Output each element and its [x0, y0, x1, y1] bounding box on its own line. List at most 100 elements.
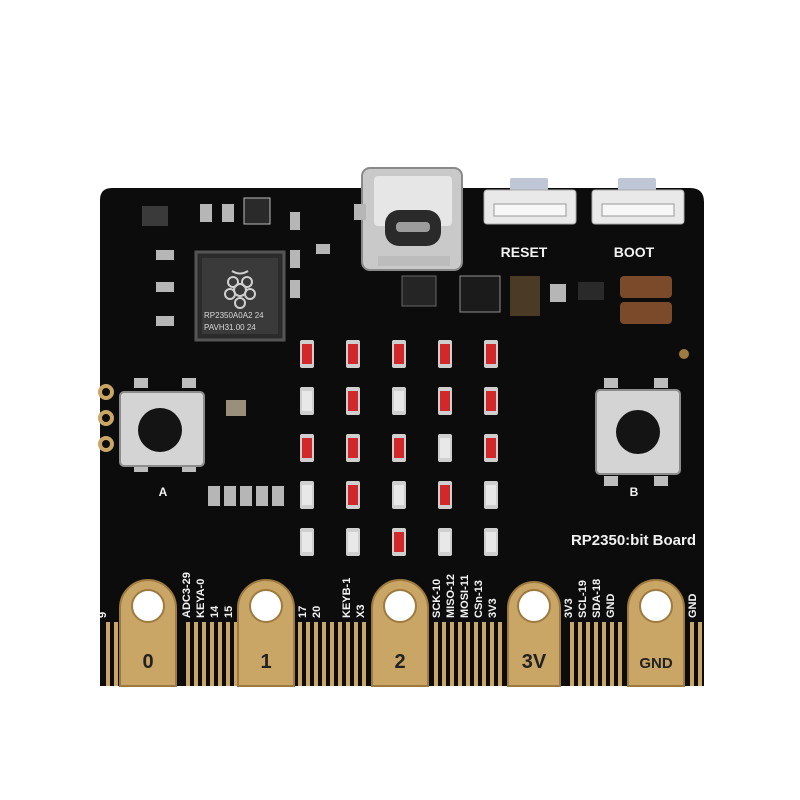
pin-label: 15: [223, 606, 235, 618]
led-matrix: [300, 340, 498, 556]
edge-pad-label: 2: [394, 651, 405, 673]
edge-finger: [466, 622, 470, 686]
pin-label: MISO-12: [445, 574, 457, 618]
edge-finger: [602, 622, 606, 686]
matrix-led: [300, 340, 314, 368]
matrix-led: [346, 434, 360, 462]
edge-finger: [610, 622, 614, 686]
matrix-led: [438, 340, 452, 368]
button-a-label: A: [159, 485, 168, 499]
matrix-led: [346, 528, 360, 556]
edge-connector: 0 1 2 3V GND: [106, 579, 702, 687]
pin-label: SCL-19: [577, 580, 589, 618]
chip-marking-line2: PAVH31.00 24: [204, 323, 256, 332]
edge-finger: [490, 622, 494, 686]
matrix-led: [300, 528, 314, 556]
edge-pad-label: 3V: [522, 651, 547, 673]
edge-finger: [690, 622, 694, 686]
pin-label: CSn-13: [473, 580, 485, 618]
edge-finger: [450, 622, 454, 686]
edge-pad[interactable]: 2: [371, 579, 429, 687]
button-b[interactable]: [595, 378, 681, 486]
edge-finger: [578, 622, 582, 686]
reset-switch[interactable]: [483, 178, 577, 225]
pin-label: KEYA-0: [195, 579, 207, 618]
matrix-led: [392, 387, 406, 415]
edge-pad[interactable]: 0: [119, 579, 177, 687]
matrix-led: [392, 434, 406, 462]
pin-label: 9: [97, 612, 109, 618]
pin-label: 3V3: [487, 598, 499, 618]
edge-finger: [498, 622, 502, 686]
pin-label: KEYB-1: [341, 578, 353, 618]
edge-finger: [298, 622, 302, 686]
smd-components: [142, 197, 689, 416]
edge-finger: [362, 622, 366, 686]
pin-label: 3V3: [563, 598, 575, 618]
edge-finger: [442, 622, 446, 686]
raspberry-logo-icon: [224, 270, 256, 309]
matrix-led: [438, 528, 452, 556]
reset-label: RESET: [501, 244, 548, 260]
edge-pad[interactable]: GND: [627, 579, 685, 687]
edge-finger: [226, 622, 230, 686]
edge-finger: [210, 622, 214, 686]
edge-finger: [330, 622, 334, 686]
matrix-led: [484, 387, 498, 415]
matrix-led: [438, 481, 452, 509]
matrix-led: [484, 528, 498, 556]
edge-finger: [570, 622, 574, 686]
usb-c-connector: [361, 167, 463, 271]
edge-pad-label: 0: [142, 651, 153, 673]
edge-finger: [474, 622, 478, 686]
edge-finger: [586, 622, 590, 686]
edge-pad[interactable]: 3V: [507, 581, 561, 687]
chip-marking-line1: RP2350A0A2 24: [204, 311, 264, 320]
matrix-led: [438, 387, 452, 415]
boot-switch[interactable]: [591, 178, 685, 225]
matrix-led: [300, 481, 314, 509]
pin-label: 20: [311, 606, 323, 618]
edge-finger: [218, 622, 222, 686]
edge-finger: [482, 622, 486, 686]
edge-finger: [186, 622, 190, 686]
edge-pad[interactable]: 1: [237, 579, 295, 687]
edge-finger: [338, 622, 342, 686]
matrix-led: [346, 481, 360, 509]
matrix-led: [392, 340, 406, 368]
left-header-holes: [98, 384, 114, 452]
pin-label: 14: [209, 605, 221, 618]
edge-finger: [234, 622, 238, 686]
matrix-led: [484, 481, 498, 509]
resistor-array: [208, 486, 284, 506]
edge-finger: [354, 622, 358, 686]
edge-finger: [434, 622, 438, 686]
board-name: RP2350:bit Board: [571, 532, 696, 549]
pin-label: SDA-18: [591, 579, 603, 618]
edge-finger: [698, 622, 702, 686]
edge-pad-label: GND: [639, 655, 673, 672]
matrix-led: [300, 434, 314, 462]
matrix-led: [300, 387, 314, 415]
rp2350-chip: RP2350A0A2 24 PAVH31.00 24: [194, 250, 286, 342]
matrix-led: [484, 434, 498, 462]
pin-label: MOSI-11: [459, 575, 471, 618]
edge-finger: [306, 622, 310, 686]
edge-finger: [618, 622, 622, 686]
boot-label: BOOT: [614, 244, 655, 260]
matrix-led: [392, 481, 406, 509]
edge-finger: [458, 622, 462, 686]
edge-finger: [346, 622, 350, 686]
edge-finger: [314, 622, 318, 686]
pin-label: ADC3-29: [181, 572, 193, 618]
edge-finger: [194, 622, 198, 686]
button-b-label: B: [630, 485, 639, 499]
edge-pad-label: 1: [260, 651, 271, 673]
pin-label: SCK-10: [431, 579, 443, 618]
button-a[interactable]: [119, 378, 205, 472]
pin-label: GND: [687, 594, 699, 619]
edge-finger: [594, 622, 598, 686]
edge-finger: [202, 622, 206, 686]
pin-label: 17: [297, 606, 309, 618]
